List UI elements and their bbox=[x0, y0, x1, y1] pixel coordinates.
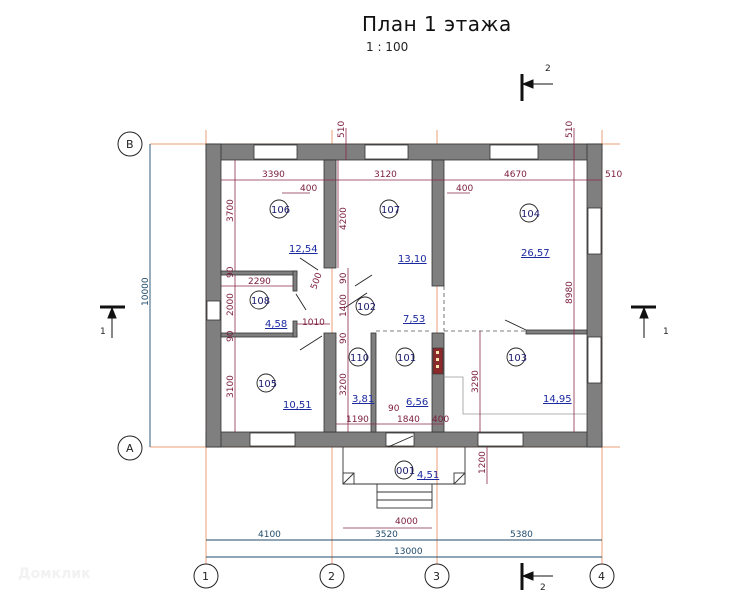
dim-corridor-1010: 1010 bbox=[302, 318, 325, 328]
dim-wall-90-a: 90 bbox=[339, 272, 349, 284]
dim-overall-height: 10000 bbox=[141, 277, 151, 306]
axis-label-2: 2 bbox=[328, 570, 335, 583]
room-104-area: 26,57 bbox=[521, 248, 550, 259]
room-103-area: 14,95 bbox=[543, 394, 572, 405]
room-001-number: 001 bbox=[396, 466, 415, 477]
room-108-area: 4,58 bbox=[265, 319, 287, 330]
room-108-number: 108 bbox=[251, 296, 270, 307]
section-markers bbox=[100, 74, 656, 590]
overall-dimension-lines bbox=[149, 144, 602, 558]
dim-room107-height: 4200 bbox=[339, 207, 349, 230]
openings-dashed bbox=[376, 286, 526, 332]
dim-axis-3-4: 5380 bbox=[510, 530, 533, 540]
section-2-top-label: 2 bbox=[545, 64, 551, 74]
dim-room103-height: 3290 bbox=[471, 370, 481, 393]
axis-label-1: 1 bbox=[202, 570, 209, 583]
dim-room106-height: 3700 bbox=[226, 199, 236, 222]
porch bbox=[342, 447, 466, 509]
room-101-number: 101 bbox=[397, 353, 416, 364]
axis-label-4: 4 bbox=[598, 570, 605, 583]
dim-axis-1-2: 4100 bbox=[258, 530, 281, 540]
axis-label-a: А bbox=[126, 442, 134, 455]
chimney bbox=[432, 347, 444, 375]
room-102-area: 7,53 bbox=[403, 314, 425, 325]
dim-room110-height: 3200 bbox=[339, 373, 349, 396]
room-105-area: 10,51 bbox=[283, 400, 312, 411]
dim-porch-width: 4000 bbox=[395, 517, 418, 527]
axis-bubbles bbox=[117, 131, 615, 589]
room-110-area: 3,81 bbox=[352, 394, 374, 405]
section-1-right-label: 1 bbox=[663, 327, 669, 337]
section-2-bottom-label: 2 bbox=[540, 583, 546, 593]
dim-room101-width: 1840 bbox=[397, 415, 420, 425]
dimension-lines bbox=[221, 128, 602, 529]
dim-axis-2-3: 3520 bbox=[375, 530, 398, 540]
room-103-number: 103 bbox=[508, 353, 527, 364]
room-101-area: 6,56 bbox=[406, 397, 428, 408]
room-106-area: 12,54 bbox=[289, 244, 318, 255]
room-107-number: 107 bbox=[381, 205, 400, 216]
kitchen-counter bbox=[444, 376, 587, 415]
plan-scale: 1 : 100 bbox=[366, 40, 409, 54]
dim-right-wall-510: 510 bbox=[605, 170, 622, 180]
dim-room108-height: 2000 bbox=[226, 293, 236, 316]
room-106-number: 106 bbox=[271, 205, 290, 216]
room-bubbles bbox=[249, 199, 539, 480]
axis-label-3: 3 bbox=[433, 570, 440, 583]
room-105-number: 105 bbox=[258, 379, 277, 390]
dim-door-500: 500 bbox=[309, 271, 324, 291]
dim-room105-height: 3100 bbox=[226, 375, 236, 398]
dim-corridor-1400: 1400 bbox=[339, 294, 349, 317]
dim-room110-width: 1190 bbox=[346, 415, 369, 425]
room-102-number: 102 bbox=[357, 302, 376, 313]
dim-room107-width: 3120 bbox=[374, 170, 397, 180]
room-110-number: 110 bbox=[350, 353, 369, 364]
plan-title: План 1 этажа bbox=[362, 12, 512, 36]
dim-chimney-400: 400 bbox=[432, 415, 449, 425]
dim-wall-90-c: 90 bbox=[226, 266, 236, 278]
dim-wall-90-b: 90 bbox=[339, 332, 349, 344]
dim-partition-400-b: 400 bbox=[456, 184, 473, 194]
watermark-logo: Домклик bbox=[18, 566, 91, 582]
room-001-area: 4,51 bbox=[417, 470, 439, 481]
windows bbox=[206, 144, 602, 447]
dim-room106-width: 3390 bbox=[262, 170, 285, 180]
dim-partition-400-a: 400 bbox=[300, 184, 317, 194]
section-1-left-label: 1 bbox=[100, 327, 106, 337]
dim-top-wall-510-b: 510 bbox=[565, 121, 575, 138]
room-104-number: 104 bbox=[521, 209, 540, 220]
dim-room104-width: 4670 bbox=[504, 170, 527, 180]
dim-wall-90-d: 90 bbox=[226, 330, 236, 342]
axis-label-v: В bbox=[126, 138, 134, 151]
dim-room104-height: 8980 bbox=[565, 281, 575, 304]
dim-overall-width: 13000 bbox=[394, 547, 423, 557]
dim-room108-width: 2290 bbox=[248, 277, 271, 287]
room-107-area: 13,10 bbox=[398, 254, 427, 265]
door-swings bbox=[295, 257, 527, 448]
dim-porch-depth: 1200 bbox=[478, 451, 488, 474]
dim-wall-90-e: 90 bbox=[388, 404, 400, 414]
dim-top-wall-510-a: 510 bbox=[337, 121, 347, 138]
